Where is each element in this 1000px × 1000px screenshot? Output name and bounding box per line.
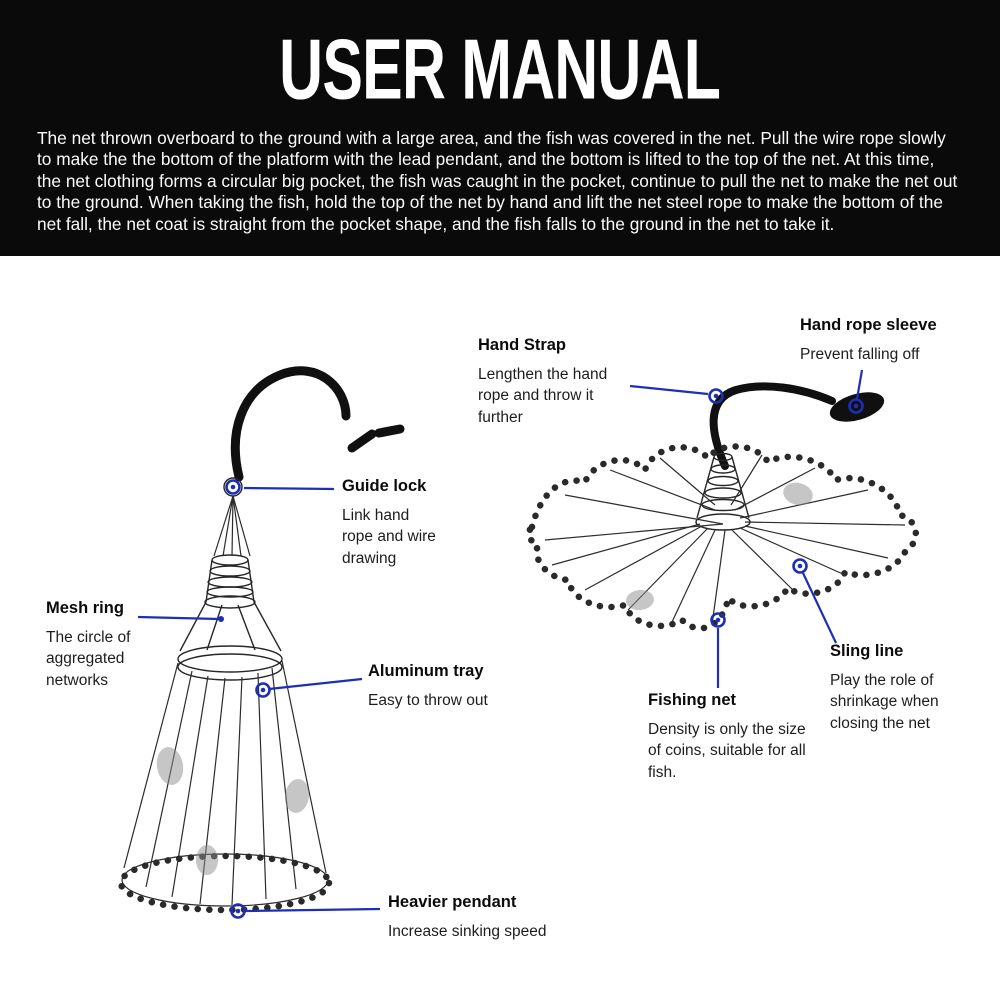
annotation-mesh-ring: Mesh ring The circle of aggregated netwo… [46, 599, 166, 691]
annotation-hand-strap: Hand Strap Lengthen the hand rope and th… [478, 336, 638, 428]
annotation-title: Mesh ring [46, 599, 124, 617]
marker-mesh-ring-icon [218, 616, 224, 622]
closed-net-rope [230, 366, 351, 482]
annotation-desc: Link hand rope and wire drawing [342, 506, 436, 567]
annotation-title: Hand rope sleeve [800, 316, 937, 334]
annotation-fishing-net: Fishing net Density is only the size of … [648, 691, 813, 783]
annotation-guide-lock: Guide lock Link hand rope and wire drawi… [342, 477, 462, 569]
pendant-chain [117, 852, 333, 914]
net-shading-patches-right [626, 482, 813, 611]
header-band: USER MANUAL The net thrown overboard to … [0, 0, 1000, 256]
marker-aluminum-tray-icon [255, 682, 271, 698]
open-net-chain-edge [525, 443, 919, 632]
annotation-title: Heavier pendant [388, 893, 517, 911]
mesh-ring-shape [177, 645, 283, 681]
annotation-desc: The circle of aggregated networks [46, 628, 131, 689]
annotation-title: Sling line [830, 642, 904, 660]
marker-guide-lock-icon [225, 479, 241, 495]
page-title: USER MANUAL [279, 20, 722, 118]
annotation-hand-rope-sleeve: Hand rope sleeve Prevent falling off [800, 316, 980, 365]
closed-net-rope-segment-1 [347, 429, 377, 453]
closed-net-rope-segment-2 [374, 424, 405, 438]
annotation-heavier-pendant: Heavier pendant Increase sinking speed [388, 893, 598, 942]
callout-line-mesh-ring [137, 615, 220, 621]
callout-line-hand-rope-sleeve [855, 369, 864, 400]
annotation-title: Aluminum tray [368, 662, 484, 680]
annotation-desc: Play the role of shrinkage when closing … [830, 671, 939, 732]
callouts [137, 369, 864, 919]
annotation-title: Hand Strap [478, 336, 567, 354]
open-net-radials [544, 454, 906, 626]
annotation-desc: Prevent falling off [800, 345, 920, 363]
annotation-desc: Increase sinking speed [388, 922, 547, 940]
annotation-desc: Density is only the size of coins, suita… [648, 720, 806, 781]
closed-net-illustration [117, 366, 405, 914]
annotation-desc: Easy to throw out [368, 691, 488, 709]
marker-heavier-pendant-icon [230, 903, 246, 919]
intro-paragraph: The net thrown overboard to the ground w… [37, 128, 958, 234]
open-net-cone [695, 452, 751, 531]
wire-draw-lines [213, 495, 251, 557]
callout-line-aluminum-tray [268, 677, 363, 691]
annotation-sling-line: Sling line Play the role of shrinkage wh… [830, 642, 960, 734]
net-shading-patches-left [156, 747, 310, 875]
annotation-title: Guide lock [342, 477, 427, 495]
closed-net-body [123, 660, 327, 906]
callout-line-heavier-pendant [245, 907, 381, 913]
annotation-desc: Lengthen the hand rope and throw it furt… [478, 365, 608, 426]
annotation-aluminum-tray: Aluminum tray Easy to throw out [368, 662, 528, 711]
aluminum-tray-shape [179, 554, 282, 652]
marker-hand-rope-sleeve-icon [848, 398, 864, 414]
marker-hand-strap-icon [708, 388, 724, 404]
marker-sling-line-icon [792, 558, 808, 574]
annotation-title: Fishing net [648, 691, 736, 709]
open-net-rope [709, 382, 836, 470]
title-wrap: USER MANUAL [0, 0, 1000, 112]
callout-line-guide-lock [243, 486, 335, 491]
marker-fishing-net-icon [710, 612, 726, 628]
callout-line-sling-line [802, 572, 837, 644]
callout-line-hand-strap [629, 384, 709, 396]
